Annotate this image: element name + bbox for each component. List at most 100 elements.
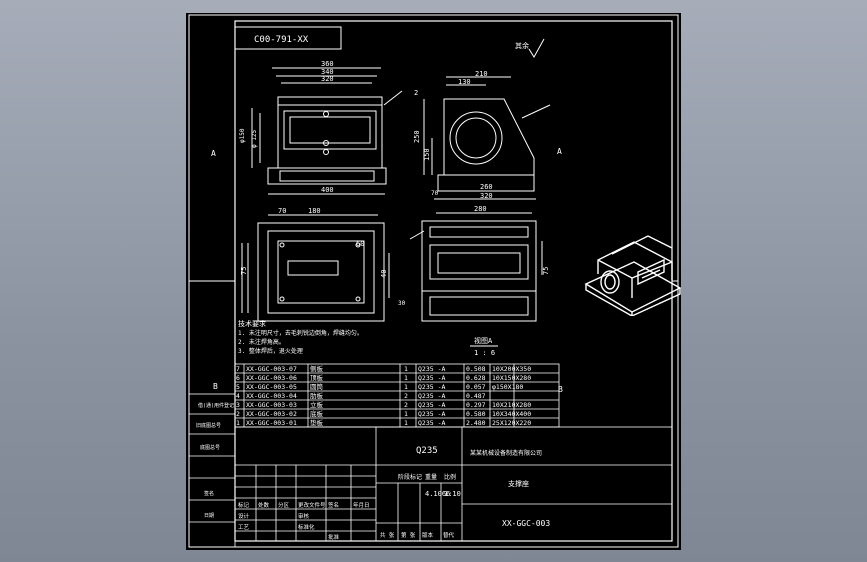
side-label-0: 借(通)用件登记 [198,402,234,409]
zone-right: A [557,147,562,156]
side-label-3: 签名 [204,490,214,497]
code-box: C00-791-XX [234,26,342,50]
notes-line-2: 2. 未注焊角高。 [238,338,285,346]
side-label-4: 日期 [204,513,214,519]
sheet-label: 第 张 [401,531,416,539]
bom-cell-no: 6 [236,374,240,382]
bom-cell-name: 圆筒 [310,382,324,391]
bom-cell-qty: 1 [404,365,408,373]
revision-header: 分区 [278,501,290,509]
bom-cell-mat: Q235 -A [418,410,445,418]
sheet-label: 共 张 [380,531,395,539]
side-label-2: 底图总号 [200,444,220,451]
notes-line-3: 3. 整体焊后，退火处理 [238,347,303,355]
scale-label: 视图A [474,336,493,345]
roughness-label: 其余 [515,41,529,50]
rear-view [409,212,543,322]
bom-cell-mat: Q235 -A [418,419,445,427]
side-view [423,76,551,200]
bom-cell-name: 底板 [310,409,324,418]
bom-cell-no: 3 [236,401,240,409]
role-label: 设计 [238,512,250,520]
top-dim-180: 180 [308,207,321,215]
bom-cell-code: XX-GGC-003-06 [246,374,297,382]
bom-cell-name: 垫板 [310,418,324,427]
bom-cell-qty: 1 [404,419,408,427]
notes-title: 技术要求 [238,319,266,328]
side-dim-320: 320 [480,192,493,200]
bom-cell-spec: 25X120X220 [492,419,531,427]
role-labels: 设计审核工艺标准化批准 [238,512,340,541]
front-dim-340: 340 [321,68,334,76]
top-view [241,214,390,322]
bom-cell-qty: 1 [404,383,408,391]
side-dim-70: 70 [431,190,439,197]
bom-cell-mat: Q235 -A [418,392,445,400]
bom-cell-code: XX-GGC-003-03 [246,401,297,409]
top-dim-40: 40 [380,270,388,278]
sheet-label: 版本 [422,531,434,539]
front-dim-400: 400 [321,186,334,194]
top-dim-75: 75 [240,267,248,275]
bom-cell-code: XX-GGC-003-05 [246,383,297,391]
bom-cell-name: 侧板 [310,364,324,373]
title-material: Q235 [416,446,438,456]
title-company: 某某机械设备制造有限公司 [470,449,542,457]
revision-header: 标记 [238,501,250,509]
side-dim-250: 250 [413,130,421,143]
rear-dim-75: 75 [542,267,550,275]
title-block-grid [234,426,673,542]
sheet-labels: 共 张第 张版本 替代 [380,531,455,539]
rear-dim-280: 280 [474,205,487,213]
side-dim-130: 130 [458,78,471,86]
title-weight: 4.1066 [425,490,450,498]
bom-cell-spec: φ150X180 [492,383,523,391]
code-box-text: C00-791-XX [254,35,309,45]
zone-right-b: B [558,385,563,394]
bom-cell-code: XX-GGC-003-02 [246,410,297,418]
bom-cell-no: 4 [236,392,240,400]
zone-left-b: B [213,382,218,391]
bom-cell-qty: 1 [404,410,408,418]
zone-left: A [211,149,216,158]
title-weight-label: 重量 [425,473,437,481]
bom-cell-weight: 0.297 [466,401,486,409]
technical-drawing: C00-791-XX 其余 A A B B 360 340 320 400 φ1… [188,14,679,548]
bom-cell-weight: 0.628 [466,374,486,382]
bom-cell-spec: 10X150X280 [492,374,531,382]
scale-value: 1 : 6 [474,349,495,357]
title-scale: 1:10 [444,490,461,498]
bom-cell-spec: 10X200X350 [492,365,531,373]
bom-cell-mat: Q235 -A [418,383,445,391]
sheet-label: 替代 [443,531,455,539]
role-label: 工艺 [238,524,250,531]
bom-cell-no: 2 [236,410,240,418]
bom-cell-qty: 2 [404,401,408,409]
roughness-symbol [528,38,545,58]
bom-cell-no: 7 [236,365,240,373]
front-view [251,67,403,195]
bom-cell-qty: 2 [404,392,408,400]
role-label: 批准 [328,533,340,541]
bom-cell-qty: 1 [404,374,408,382]
side-dim-210: 210 [475,70,488,78]
top-dim-60: 60 [356,240,364,248]
iso-outline [584,235,682,316]
side-table-grid [188,393,236,548]
bom-cell-weight: 0.487 [466,392,486,400]
revision-header: 更改文件号 [298,501,326,509]
bom-cell-mat: Q235 -A [418,365,445,373]
title-part-name: 支撑座 [508,479,529,488]
top-dim-70: 70 [278,207,286,215]
title-stage-label: 阶段标记 [398,473,422,481]
bom-cell-code: XX-GGC-003-07 [246,365,297,373]
front-dim-phi125: φ 125 [251,130,258,148]
bom-cell-weight: 0.057 [466,383,486,391]
bom-cell-name: 立板 [310,400,324,409]
role-label: 标准化 [298,523,315,531]
bom-cell-mat: Q235 -A [418,374,445,382]
side-dim-150: 150 [423,148,431,161]
bom-cell-code: XX-GGC-003-04 [246,392,297,400]
revision-header: 处数 [258,501,270,509]
